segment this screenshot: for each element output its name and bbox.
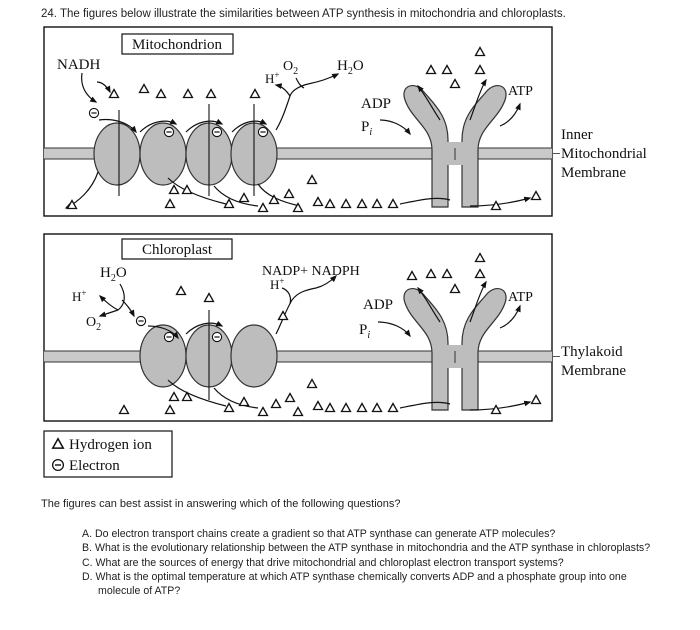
question-title: 24. The figures below illustrate the sim… — [41, 8, 566, 20]
legend-electron: Electron — [69, 458, 120, 474]
mito-membrane-label-1: Inner — [561, 127, 593, 143]
chloro-membrane — [44, 351, 552, 362]
choice-text: What are the sources of energy that driv… — [95, 556, 564, 569]
o2-label: O2 — [283, 59, 298, 77]
legend-hydrogen: Hydrogen ion — [69, 437, 152, 453]
chloro-h2o-label: H2O — [100, 265, 127, 284]
electron-icon — [211, 331, 223, 343]
chloro-electron-transport-chain — [135, 310, 278, 400]
electron-icon — [163, 331, 175, 343]
chloro-h-plus-label: H+ — [72, 288, 86, 304]
chloro-adp-label: ADP — [363, 297, 393, 313]
pi-label: Pi — [361, 119, 372, 138]
h-plus-label: H+ — [265, 70, 279, 86]
mito-membrane-label-2: Mitochondrial — [561, 146, 647, 162]
adp-label: ADP — [361, 96, 391, 112]
chloro-title: Chloroplast — [142, 242, 213, 258]
mito-membrane — [44, 148, 552, 159]
question-prompt: The figures can best assist in answering… — [41, 498, 401, 510]
atp-label: ATP — [508, 84, 533, 99]
chloro-atp-synthase — [403, 287, 507, 411]
electron-icon — [163, 126, 175, 138]
chloro-membrane-label-1: Thylakoid — [561, 344, 623, 360]
mito-complex-1 — [93, 122, 141, 186]
electron-icon — [211, 126, 223, 138]
chloro-o2-label: O2 — [86, 315, 101, 333]
electron-icon — [257, 126, 269, 138]
choice-letter: B. — [82, 542, 93, 555]
mito-membrane-label-3: Membrane — [561, 165, 626, 181]
choice-a[interactable]: A. Do electron transport chains create a… — [82, 528, 652, 541]
chloro-pi-label: Pi — [359, 322, 370, 341]
atp-synthesis-figure: Mitochondrion NADH O2 H+ H2O — [43, 26, 647, 478]
electron-icon — [51, 458, 65, 472]
chloroplast-panel: Chloroplast H2O H+ O2 NADP+ NADPH H+ — [43, 233, 626, 422]
choice-letter: A. — [82, 528, 93, 540]
choice-b[interactable]: B. What is the evolutionary relationship… — [82, 542, 652, 555]
mito-atp-synthase — [403, 84, 507, 208]
mito-complex-2 — [139, 122, 187, 186]
mito-electron-transport-chain — [88, 104, 278, 196]
answer-choices: A. Do electron transport chains create a… — [82, 528, 652, 599]
choice-text: Do electron transport chains create a gr… — [94, 528, 556, 540]
chloro-h-plus-label-2: H+ — [270, 276, 284, 292]
chloro-complex-3 — [230, 324, 278, 388]
mito-title: Mitochondrion — [132, 37, 222, 53]
electron-icon — [135, 315, 147, 327]
legend: Hydrogen ion Electron — [43, 430, 173, 478]
choice-text: What is the optimal temperature at which… — [95, 571, 627, 597]
choice-letter: D. — [82, 571, 93, 584]
chloro-complex-1 — [139, 324, 187, 388]
choice-d[interactable]: D. What is the optimal temperature at wh… — [82, 571, 652, 598]
chloro-atp-label: ATP — [508, 290, 533, 305]
electron-icon — [88, 107, 100, 119]
choice-letter: C. — [82, 556, 93, 569]
choice-text: What is the evolutionary relationship be… — [94, 542, 651, 555]
mitochondrion-panel: Mitochondrion NADH O2 H+ H2O — [43, 26, 647, 217]
h2o-label: H2O — [337, 58, 364, 77]
nadh-label: NADH — [57, 57, 100, 73]
chloro-membrane-label-2: Membrane — [561, 363, 626, 379]
choice-c[interactable]: C. What are the sources of energy that d… — [82, 557, 652, 570]
